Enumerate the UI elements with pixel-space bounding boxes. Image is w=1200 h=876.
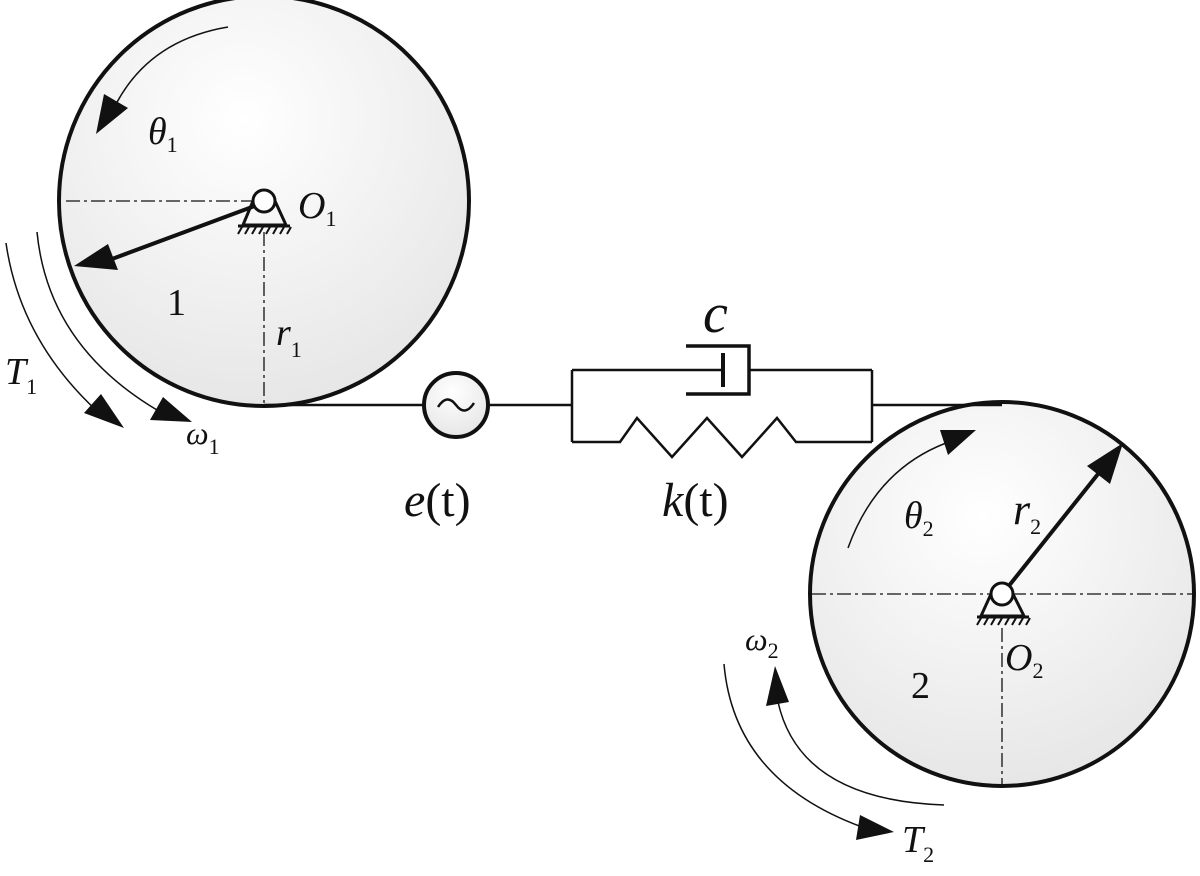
gear-1-torque-arrowhead (84, 394, 124, 428)
gear-1 (5, 0, 471, 428)
mesh-connection (264, 344, 1002, 459)
gear-2-torque-arc-arrow (723, 663, 863, 828)
damper-label: c (703, 283, 728, 345)
gear-1-theta-arrowhead (96, 94, 128, 134)
gear-1-theta-label: θ1 (148, 111, 178, 157)
spring-label: k(t) (662, 474, 729, 527)
gear-1-radius-arrow (111, 202, 261, 261)
gear-1-omega-arrowhead (150, 397, 192, 422)
gear-2-theta-arc-arrow (847, 442, 947, 549)
gear-1-omega-label: ω1 (186, 415, 220, 459)
gear-2-radius-arrowhead (1087, 443, 1123, 484)
gear-2-omega-label: ω2 (745, 621, 779, 663)
gear-2-radius-label: r2 (1013, 485, 1041, 539)
gear-2-omega-arc-arrow (777, 701, 945, 806)
gear-1-center-label: O1 (298, 185, 336, 231)
gear-2 (723, 400, 1196, 840)
gear-1-theta-arc-arrow (115, 26, 229, 105)
spring-icon (572, 416, 872, 459)
gear-1-torque-arc-arrow (5, 242, 99, 413)
gear-1-pivot-icon (237, 188, 292, 235)
excitation-label: e(t) (404, 474, 471, 527)
excitation-source-icon (422, 371, 490, 439)
gear-1-torque-label: T1 (5, 351, 37, 399)
gear-2-radius-arrow (1002, 472, 1100, 594)
gear-2-pivot-icon (976, 581, 1031, 626)
gear-2-omega-arrowhead (766, 666, 789, 706)
gear-2-theta-arrowhead (940, 430, 976, 455)
gear-2-torque-arrowhead (856, 815, 894, 840)
gear-2-center-label: O2 (1005, 637, 1043, 683)
gear-1-radius-arrowhead (74, 244, 118, 270)
damper-icon (572, 344, 872, 396)
gear-2-number-label: 2 (911, 665, 930, 707)
gear-2-theta-label: θ2 (904, 495, 934, 541)
gear-1-number-label: 1 (167, 282, 186, 324)
gear-1-omega-arc-arrow (36, 231, 158, 411)
gear-1-radius-label: r1 (276, 312, 302, 362)
gear-2-torque-label: T2 (902, 819, 934, 867)
